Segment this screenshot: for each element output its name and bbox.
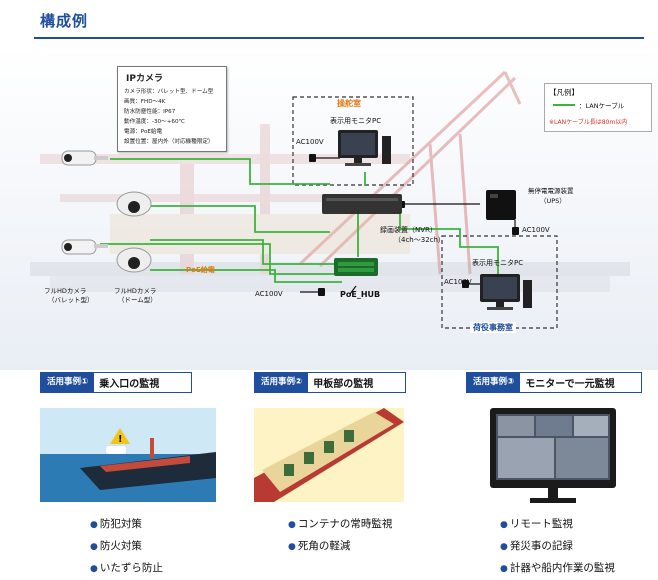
nvr-ac100v-label: AC100V bbox=[522, 226, 550, 234]
crane-illustration bbox=[298, 70, 522, 275]
callout-line: 画質：FHD～4K bbox=[124, 99, 166, 105]
case-1-bullet: ●いたずら防止 bbox=[90, 562, 163, 574]
case-3-tag: 活用事例③ bbox=[467, 373, 521, 392]
case-2-bullet: ●コンテナの常時監視 bbox=[288, 518, 393, 530]
case-2-caption: 甲板部の監視 bbox=[313, 379, 374, 390]
legend-note: ※LANケーブル長は80m以内 bbox=[549, 119, 628, 126]
dome-camera-bottom-icon bbox=[116, 247, 152, 273]
office-monitor-pc-icon bbox=[480, 274, 532, 310]
case-1-caption: 乗入口の監視 bbox=[99, 379, 160, 390]
poe-power-label: PoE給電 bbox=[186, 266, 215, 274]
poe-hub-label: PoE_HUB bbox=[340, 290, 381, 299]
callout-line: 動作温度：-30～+60℃ bbox=[124, 119, 185, 125]
dome-camera-label: フルHDカメラ bbox=[114, 287, 157, 295]
callout-line: 防水防塵性能：IP67 bbox=[124, 109, 176, 115]
bullet-camera-sub-label: （バレット型） bbox=[48, 296, 94, 304]
callout-line: 設置位置：屋内外（対応機種限定） bbox=[124, 139, 214, 145]
ups-icon bbox=[486, 190, 516, 220]
bridge-monitor-pc-icon bbox=[338, 130, 391, 166]
ip-camera-spec-callout: IPカメラ カメラ形状：バレット型、ドーム型 画質：FHD～4K 防水防塵性能：… bbox=[117, 66, 227, 152]
case-3-monitor-illustration bbox=[490, 408, 616, 503]
case-3-bullet: ●リモート監視 bbox=[500, 518, 573, 530]
bridge-ac100v-label: AC100V bbox=[296, 138, 324, 146]
bullet-camera-top-icon bbox=[61, 150, 108, 166]
office-zone-box bbox=[441, 235, 558, 329]
case-1-bullet: ●防火対策 bbox=[90, 540, 142, 552]
case-3-header: 活用事例③ モニターで一元監視 bbox=[466, 372, 642, 393]
nvr-sub-label: （4ch～32ch） bbox=[394, 236, 445, 244]
plug-icons bbox=[309, 154, 519, 296]
case-3-caption: モニターで一元監視 bbox=[525, 379, 615, 390]
callout-line: 電源：PoE給電 bbox=[124, 129, 163, 135]
bullet-camera-bottom-icon bbox=[61, 239, 108, 255]
office-zone-label: 荷役事務室 bbox=[470, 322, 516, 333]
case-2-header: 活用事例② 甲板部の監視 bbox=[254, 372, 406, 393]
case-3-bullet: ●発災事の記録 bbox=[500, 540, 573, 552]
case-2-illustration bbox=[254, 408, 404, 502]
nvr-label: 録画装置（NVR） bbox=[380, 226, 437, 234]
legend-lan-swatch bbox=[553, 104, 575, 106]
case-2-bullet: ●死角の軽減 bbox=[288, 540, 351, 552]
dome-camera-sub-label: （ドーム型） bbox=[118, 296, 157, 304]
title-rule bbox=[34, 37, 644, 39]
case-1-tag: 活用事例① bbox=[41, 373, 95, 392]
page-title: 構成例 bbox=[40, 12, 89, 30]
legend-title: 【凡例】 bbox=[549, 88, 579, 97]
office-ac100v-label: AC100V bbox=[444, 278, 472, 286]
bridge-zone-box bbox=[292, 96, 414, 186]
legend-lan-label: ：LANケーブル bbox=[579, 102, 625, 110]
lan-cables bbox=[100, 158, 499, 283]
callout-line: カメラ形状：バレット型、ドーム型 bbox=[124, 89, 214, 95]
case-1-illustration: ! bbox=[40, 408, 216, 502]
case-3-bullet: ●計器や船内作業の監視 bbox=[500, 562, 615, 574]
dome-camera-top-icon bbox=[116, 191, 152, 217]
poe-hub-icon bbox=[334, 258, 378, 276]
callout-title: IPカメラ bbox=[126, 74, 163, 84]
hub-ac100v-label: AC100V bbox=[255, 290, 283, 298]
ups-sub-label: （UPS） bbox=[540, 197, 566, 205]
ups-label: 無停電電源装置 bbox=[528, 187, 574, 195]
bullet-camera-label: フルHDカメラ bbox=[44, 287, 87, 295]
svg-text:!: ! bbox=[118, 434, 123, 445]
office-monitor-label: 表示用モニタPC bbox=[472, 259, 524, 267]
ship-illustration bbox=[30, 124, 630, 292]
case-2-tag: 活用事例② bbox=[255, 373, 309, 392]
bridge-zone-label: 操舵室 bbox=[337, 99, 361, 108]
case-1-header: 活用事例① 乗入口の監視 bbox=[40, 372, 192, 393]
bridge-monitor-label: 表示用モニタPC bbox=[330, 117, 382, 125]
case-1-bullet: ●防犯対策 bbox=[90, 518, 142, 530]
nvr-icon bbox=[322, 194, 402, 214]
legend: 【凡例】 ：LANケーブル ※LANケーブル長は80m以内 bbox=[544, 83, 652, 132]
